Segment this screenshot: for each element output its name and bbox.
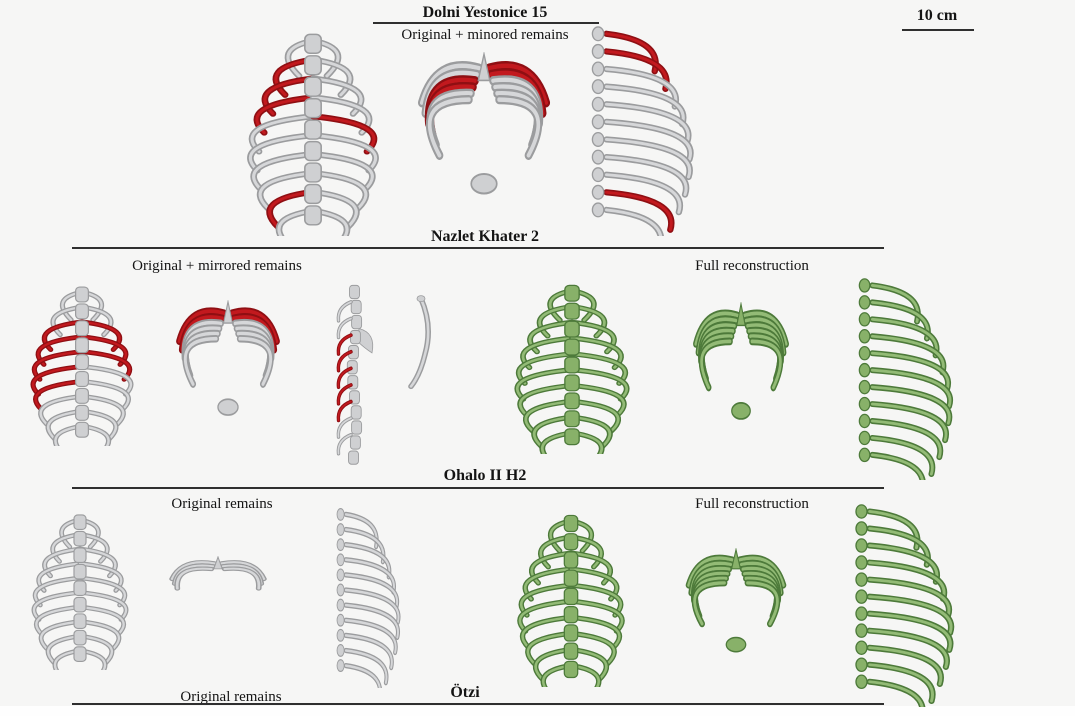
nk2-reconstruction-lateral [858, 278, 954, 480]
otzi-section-rule [72, 703, 884, 705]
ohalo-reconstruction-superior [685, 548, 787, 653]
nazlet-section-rule [72, 247, 884, 249]
scale-bar-label: 10 cm [916, 7, 958, 24]
dolni-title-underline [373, 22, 599, 24]
section-title-nazlet-khater: Nazlet Khater 2 [430, 228, 540, 245]
ohalo-superior-view [169, 556, 267, 591]
ohalo-anterior-view [31, 514, 129, 670]
nk2-anterior-view [30, 286, 134, 446]
nk2-reconstruction-anterior [514, 284, 630, 454]
scale-bar-line [902, 29, 974, 31]
dolni-subtitle: Original + minored remains [401, 27, 569, 43]
nazlet-left-label: Original + mirrored remains [132, 258, 302, 274]
nk2-isolated-rib [408, 295, 431, 390]
section-title-dolni-vestonice: Dolni Yestonice 15 [422, 4, 548, 21]
ohalo-section-rule [72, 487, 884, 489]
nk2-lateral-spine-view [336, 284, 374, 465]
otzi-left-label: Original remains [180, 689, 282, 705]
dv15-lateral-view [591, 26, 694, 236]
nk2-reconstruction-superior [693, 302, 789, 420]
nazlet-right-label: Full reconstruction [695, 258, 809, 274]
section-title-otzi: Ötzi [450, 684, 480, 701]
dv15-anterior-view [247, 33, 379, 236]
section-title-ohalo: Ohalo II H2 [443, 467, 527, 484]
nk2-superior-view [176, 300, 280, 416]
ohalo-reconstruction-lateral [855, 504, 955, 707]
dv15-superior-view [417, 52, 551, 195]
ohalo-reconstruction-anterior [517, 514, 625, 687]
ohalo-left-label: Original remains [171, 496, 273, 512]
ohalo-right-label: Full reconstruction [695, 496, 809, 512]
ohalo-lateral-view [336, 507, 401, 688]
bottom-margin [0, 706, 1075, 716]
